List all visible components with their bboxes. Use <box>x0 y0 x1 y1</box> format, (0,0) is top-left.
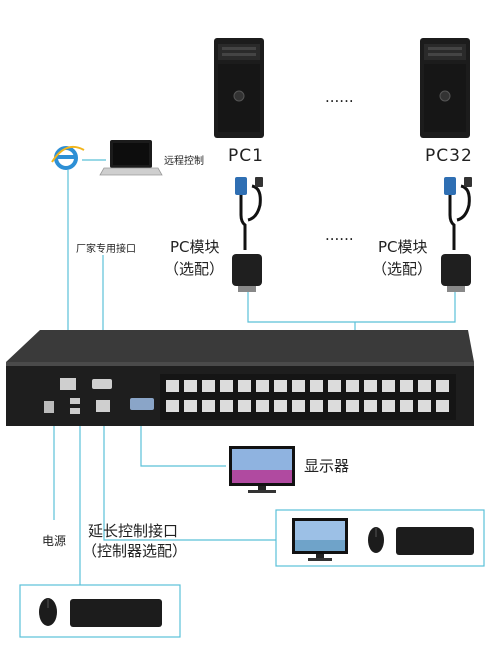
vendor-port-label: 厂家专用接口 <box>76 244 136 255</box>
rj45-port <box>400 400 413 412</box>
keyboard-local <box>70 599 162 627</box>
rj45-port <box>184 380 197 392</box>
module-note-1: （选配） <box>164 260 225 278</box>
rj45-port <box>310 380 323 392</box>
pc-module-1 <box>232 177 263 292</box>
rj45-port <box>364 400 377 412</box>
rj45-port <box>418 400 431 412</box>
module-label-1: PC模块 <box>170 238 220 256</box>
rj45-port <box>418 380 431 392</box>
keyboard-extension <box>396 527 474 555</box>
ellipsis-modules: ...... <box>325 226 354 244</box>
extension-label-line2: （控制器选配） <box>82 542 188 560</box>
laptop <box>99 140 163 176</box>
rj45-port <box>184 400 197 412</box>
pc1-label: PC1 <box>228 146 264 166</box>
rj45-port <box>436 400 449 412</box>
pc-tower-1 <box>214 38 264 138</box>
rj45-port <box>310 400 323 412</box>
mouse-local <box>39 598 57 626</box>
rj45-port <box>364 380 377 392</box>
rj45-port <box>220 380 233 392</box>
rj45-port <box>292 400 305 412</box>
monitor-extension <box>292 518 348 561</box>
rj45-port <box>274 380 287 392</box>
rj45-port <box>274 400 287 412</box>
pc-module-32 <box>441 177 472 292</box>
rj45-port <box>166 380 179 392</box>
rj45-port <box>202 400 215 412</box>
rj45-port <box>238 400 251 412</box>
rj45-port <box>346 400 359 412</box>
rj45-port <box>238 380 251 392</box>
rj45-port <box>256 380 269 392</box>
internet-explorer-icon <box>51 146 85 170</box>
rj45-port <box>202 380 215 392</box>
module-note-32: （选配） <box>372 260 433 278</box>
rj45-port <box>220 400 233 412</box>
monitor-label: 显示器 <box>304 457 350 475</box>
extension-label-line1: 延长控制接口 <box>88 522 179 540</box>
rj45-port <box>382 400 395 412</box>
pc32-label: PC32 <box>425 146 473 166</box>
rj45-port <box>256 400 269 412</box>
switch-port-grid <box>166 380 449 412</box>
pc-tower-32 <box>420 38 470 138</box>
module-label-32: PC模块 <box>378 238 428 256</box>
rj45-port <box>400 380 413 392</box>
rj45-port <box>292 380 305 392</box>
mouse-extension <box>368 527 384 553</box>
rj45-port <box>382 380 395 392</box>
monitor-main <box>229 446 295 493</box>
ellipsis-pcs: ...... <box>325 88 354 106</box>
rj45-port <box>346 380 359 392</box>
remote-control-label: 远程控制 <box>164 156 204 167</box>
power-label: 电源 <box>42 534 67 548</box>
rj45-port <box>436 380 449 392</box>
rj45-port <box>166 400 179 412</box>
rj45-port <box>328 400 341 412</box>
rj45-port <box>328 380 341 392</box>
